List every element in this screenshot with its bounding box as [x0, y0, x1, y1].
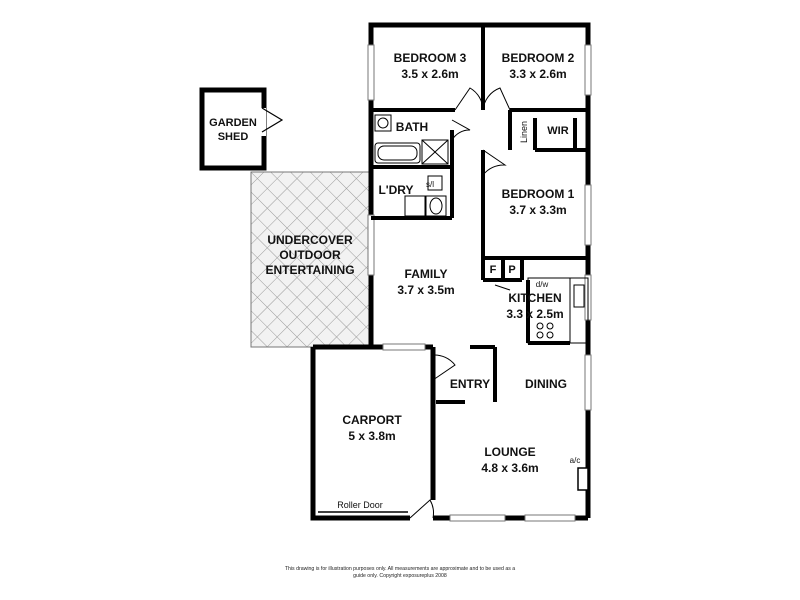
laundry-label: L'DRY: [378, 183, 413, 197]
bedroom1-label: BEDROOM 1: [502, 187, 575, 201]
lounge-label: LOUNGE: [484, 445, 535, 459]
dishwasher-label: d/w: [536, 280, 549, 289]
wir-label: WIR: [547, 125, 568, 137]
disclaimer-line1: This drawing is for illustration purpose…: [284, 566, 516, 572]
carport-size: 5 x 3.8m: [348, 429, 395, 443]
family-size: 3.7 x 3.5m: [397, 283, 454, 297]
bath-label: BATH: [396, 120, 428, 134]
carport-label: CARPORT: [342, 413, 402, 427]
kitchen-size: 3.3 x 2.5m: [506, 307, 563, 321]
door-swings: [409, 87, 511, 519]
linen-label: Linen: [519, 121, 529, 143]
bedroom3-label: BEDROOM 3: [394, 51, 467, 65]
family-label: FAMILY: [405, 267, 448, 281]
roller-door-label: Roller Door: [337, 500, 383, 510]
bedroom2-size: 3.3 x 2.6m: [509, 67, 566, 81]
garden-shed-line1: GARDEN: [209, 117, 257, 129]
outdoor-line3: ENTERTAINING: [265, 263, 354, 277]
shower-label: s/l: [426, 180, 434, 189]
outdoor-line2: OUTDOOR: [279, 248, 341, 262]
bedroom2-label: BEDROOM 2: [502, 51, 575, 65]
bedroom1-size: 3.7 x 3.3m: [509, 203, 566, 217]
dining-label: DINING: [525, 377, 567, 391]
bath-fixtures: [374, 114, 449, 217]
bedroom3-size: 3.5 x 2.6m: [401, 67, 458, 81]
outdoor-line1: UNDERCOVER: [267, 233, 353, 247]
outdoor-entertaining-area: [250, 171, 370, 348]
fridge-label: F: [490, 264, 497, 276]
garden-shed-line2: SHED: [218, 131, 249, 143]
garden-shed: [199, 87, 284, 171]
entry-label: ENTRY: [450, 377, 490, 391]
disclaimer-line2: guide only. Copyright exposureplus 2008: [353, 573, 447, 579]
pantry-label: P: [508, 264, 515, 276]
kitchen-bench: [527, 277, 589, 344]
lounge-size: 4.8 x 3.6m: [481, 461, 538, 475]
kitchen-label: KITCHEN: [508, 291, 561, 305]
disclaimer: This drawing is for illustration purpose…: [0, 566, 800, 580]
windows: [367, 44, 592, 522]
aircon-unit: [577, 467, 589, 491]
aircon-label: a/c: [570, 456, 581, 465]
